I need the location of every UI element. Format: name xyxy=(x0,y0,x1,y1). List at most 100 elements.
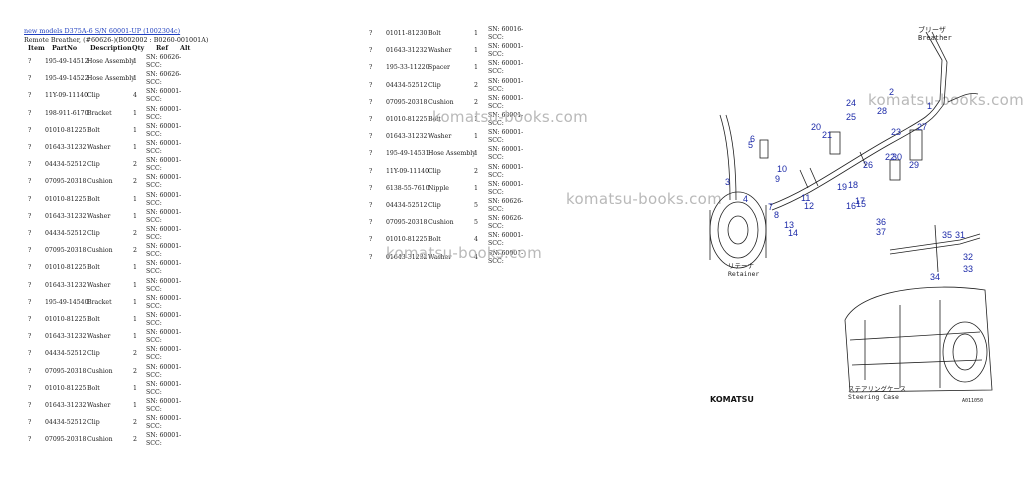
cell-item: ? xyxy=(369,184,373,192)
cell-qty: 2 xyxy=(133,419,137,427)
cell-scc: SCC: xyxy=(488,257,504,265)
cell-qty: 1 xyxy=(133,75,137,83)
cell-item: ? xyxy=(28,298,32,306)
cell-partno: 01643-31232 xyxy=(45,333,87,341)
cell-scc: SCC: xyxy=(146,337,162,345)
cell-scc: SCC: xyxy=(488,120,504,127)
cell-description: Bolt xyxy=(87,126,100,134)
cell-sn: SN: 60001- xyxy=(146,312,182,319)
cell-sn: SN: 60001- xyxy=(146,191,182,199)
cell-item: ? xyxy=(28,281,32,289)
cell-item: ? xyxy=(28,161,32,169)
cell-partno: 01010-81225 xyxy=(386,236,428,244)
cell-scc: SCC: xyxy=(146,148,162,155)
callout-23: 23 xyxy=(891,127,901,137)
callout-24: 24 xyxy=(846,98,856,108)
drawing-code: A011050 xyxy=(962,398,983,404)
cell-sn: SN: 60001- xyxy=(146,226,182,233)
cell-partno: 01010-81225 xyxy=(45,264,87,272)
cell-item: ? xyxy=(28,178,32,186)
callout-11: 11 xyxy=(801,193,810,203)
cell-description: Cushion xyxy=(87,247,113,255)
cell-qty: 2 xyxy=(133,230,137,237)
cell-scc: SCC: xyxy=(146,285,162,293)
callout-29: 29 xyxy=(909,160,919,170)
cell-qty: 2 xyxy=(474,98,478,106)
callout-15: 15 xyxy=(856,199,866,209)
cell-scc: SCC: xyxy=(488,102,504,110)
cell-scc: SCC: xyxy=(146,251,162,259)
cell-qty: 1 xyxy=(474,184,478,192)
cell-partno: 01643-31232 xyxy=(45,402,87,409)
cell-item: ? xyxy=(28,75,32,83)
cell-description: Cushion xyxy=(87,367,113,375)
cell-item: ? xyxy=(369,150,373,158)
cell-item: ? xyxy=(28,144,32,151)
cell-qty: 1 xyxy=(133,298,137,306)
cell-partno: 6138-55-7610 xyxy=(386,184,430,192)
callout-19: 19 xyxy=(837,182,847,192)
cell-qty: 5 xyxy=(474,219,478,227)
cell-partno: 07095-20318 xyxy=(45,178,87,186)
cell-qty: 2 xyxy=(474,167,478,175)
cell-scc: SCC: xyxy=(146,354,162,362)
callout-22: 22 xyxy=(885,152,895,162)
breather-label-en: Breather xyxy=(918,34,952,42)
cell-description: Cushion xyxy=(87,178,113,186)
cell-description: Clip xyxy=(87,92,100,100)
cell-sn: SN: 60001- xyxy=(146,243,182,251)
cell-item: ? xyxy=(28,109,32,117)
cell-item: ? xyxy=(369,133,373,141)
drawing-lines xyxy=(709,31,993,393)
cell-sn: SN: 60001- xyxy=(146,398,182,405)
cell-partno: 01010-81225 xyxy=(45,316,87,323)
cell-item: ? xyxy=(28,316,32,323)
cell-item: ? xyxy=(369,116,373,123)
cell-qty: 1 xyxy=(133,316,137,323)
cell-scc: SCC: xyxy=(146,423,162,431)
cell-qty: 1 xyxy=(474,133,478,141)
cell-item: ? xyxy=(369,47,373,55)
cell-partno: 01643-31232 xyxy=(386,133,428,141)
cell-qty: 1 xyxy=(474,47,478,55)
cell-sn: SN: 60001- xyxy=(488,77,524,85)
cell-item: ? xyxy=(369,253,373,261)
cell-item: ? xyxy=(369,98,373,106)
cell-item: ? xyxy=(28,402,32,409)
cell-description: Cushion xyxy=(87,436,113,444)
cell-qty: 2 xyxy=(133,436,137,444)
cell-description: Washer xyxy=(428,47,452,55)
header-item: Item xyxy=(28,44,45,52)
callout-26: 26 xyxy=(863,160,873,170)
cell-scc: SCC: xyxy=(488,223,504,231)
cell-description: Clip xyxy=(87,419,100,427)
cell-sn: SN: 60001- xyxy=(146,432,182,440)
cell-sn: SN: 60001- xyxy=(146,105,182,113)
callout-18: 18 xyxy=(848,180,858,190)
cell-description: Cushion xyxy=(428,219,454,227)
cell-partno: 11Y-09-11140 xyxy=(386,167,430,175)
cell-partno: 04434-52512 xyxy=(45,350,87,358)
cell-sn: SN: 60001- xyxy=(146,140,182,147)
cell-qty: 1 xyxy=(133,58,137,65)
cell-item: ? xyxy=(28,264,32,272)
breadcrumb-link[interactable]: new models D375A-6 S/N 60001-UP (1002304… xyxy=(24,27,181,35)
callout-20: 20 xyxy=(811,122,821,132)
cell-item: ? xyxy=(28,367,32,375)
cell-partno: 01643-31232 xyxy=(45,212,87,220)
cell-qty: 1 xyxy=(133,264,137,272)
cell-partno: 01010-81225 xyxy=(45,195,87,203)
cell-item: ? xyxy=(28,419,32,427)
cell-item: ? xyxy=(28,247,32,255)
cell-qty: 1 xyxy=(474,30,478,37)
cell-partno: 04434-52512 xyxy=(386,81,428,89)
breather-label-jp: ブリーザ xyxy=(918,25,946,34)
cell-qty: 1 xyxy=(133,384,137,392)
callout-7: 7 xyxy=(768,202,773,212)
cell-description: Bolt xyxy=(87,316,100,323)
cell-item: ? xyxy=(369,64,373,72)
cell-partno: 01010-81225 xyxy=(45,384,87,392)
cell-partno: 07095-20318 xyxy=(386,219,428,227)
cell-qty: 1 xyxy=(133,212,137,220)
cell-partno: 07095-20318 xyxy=(386,98,428,106)
